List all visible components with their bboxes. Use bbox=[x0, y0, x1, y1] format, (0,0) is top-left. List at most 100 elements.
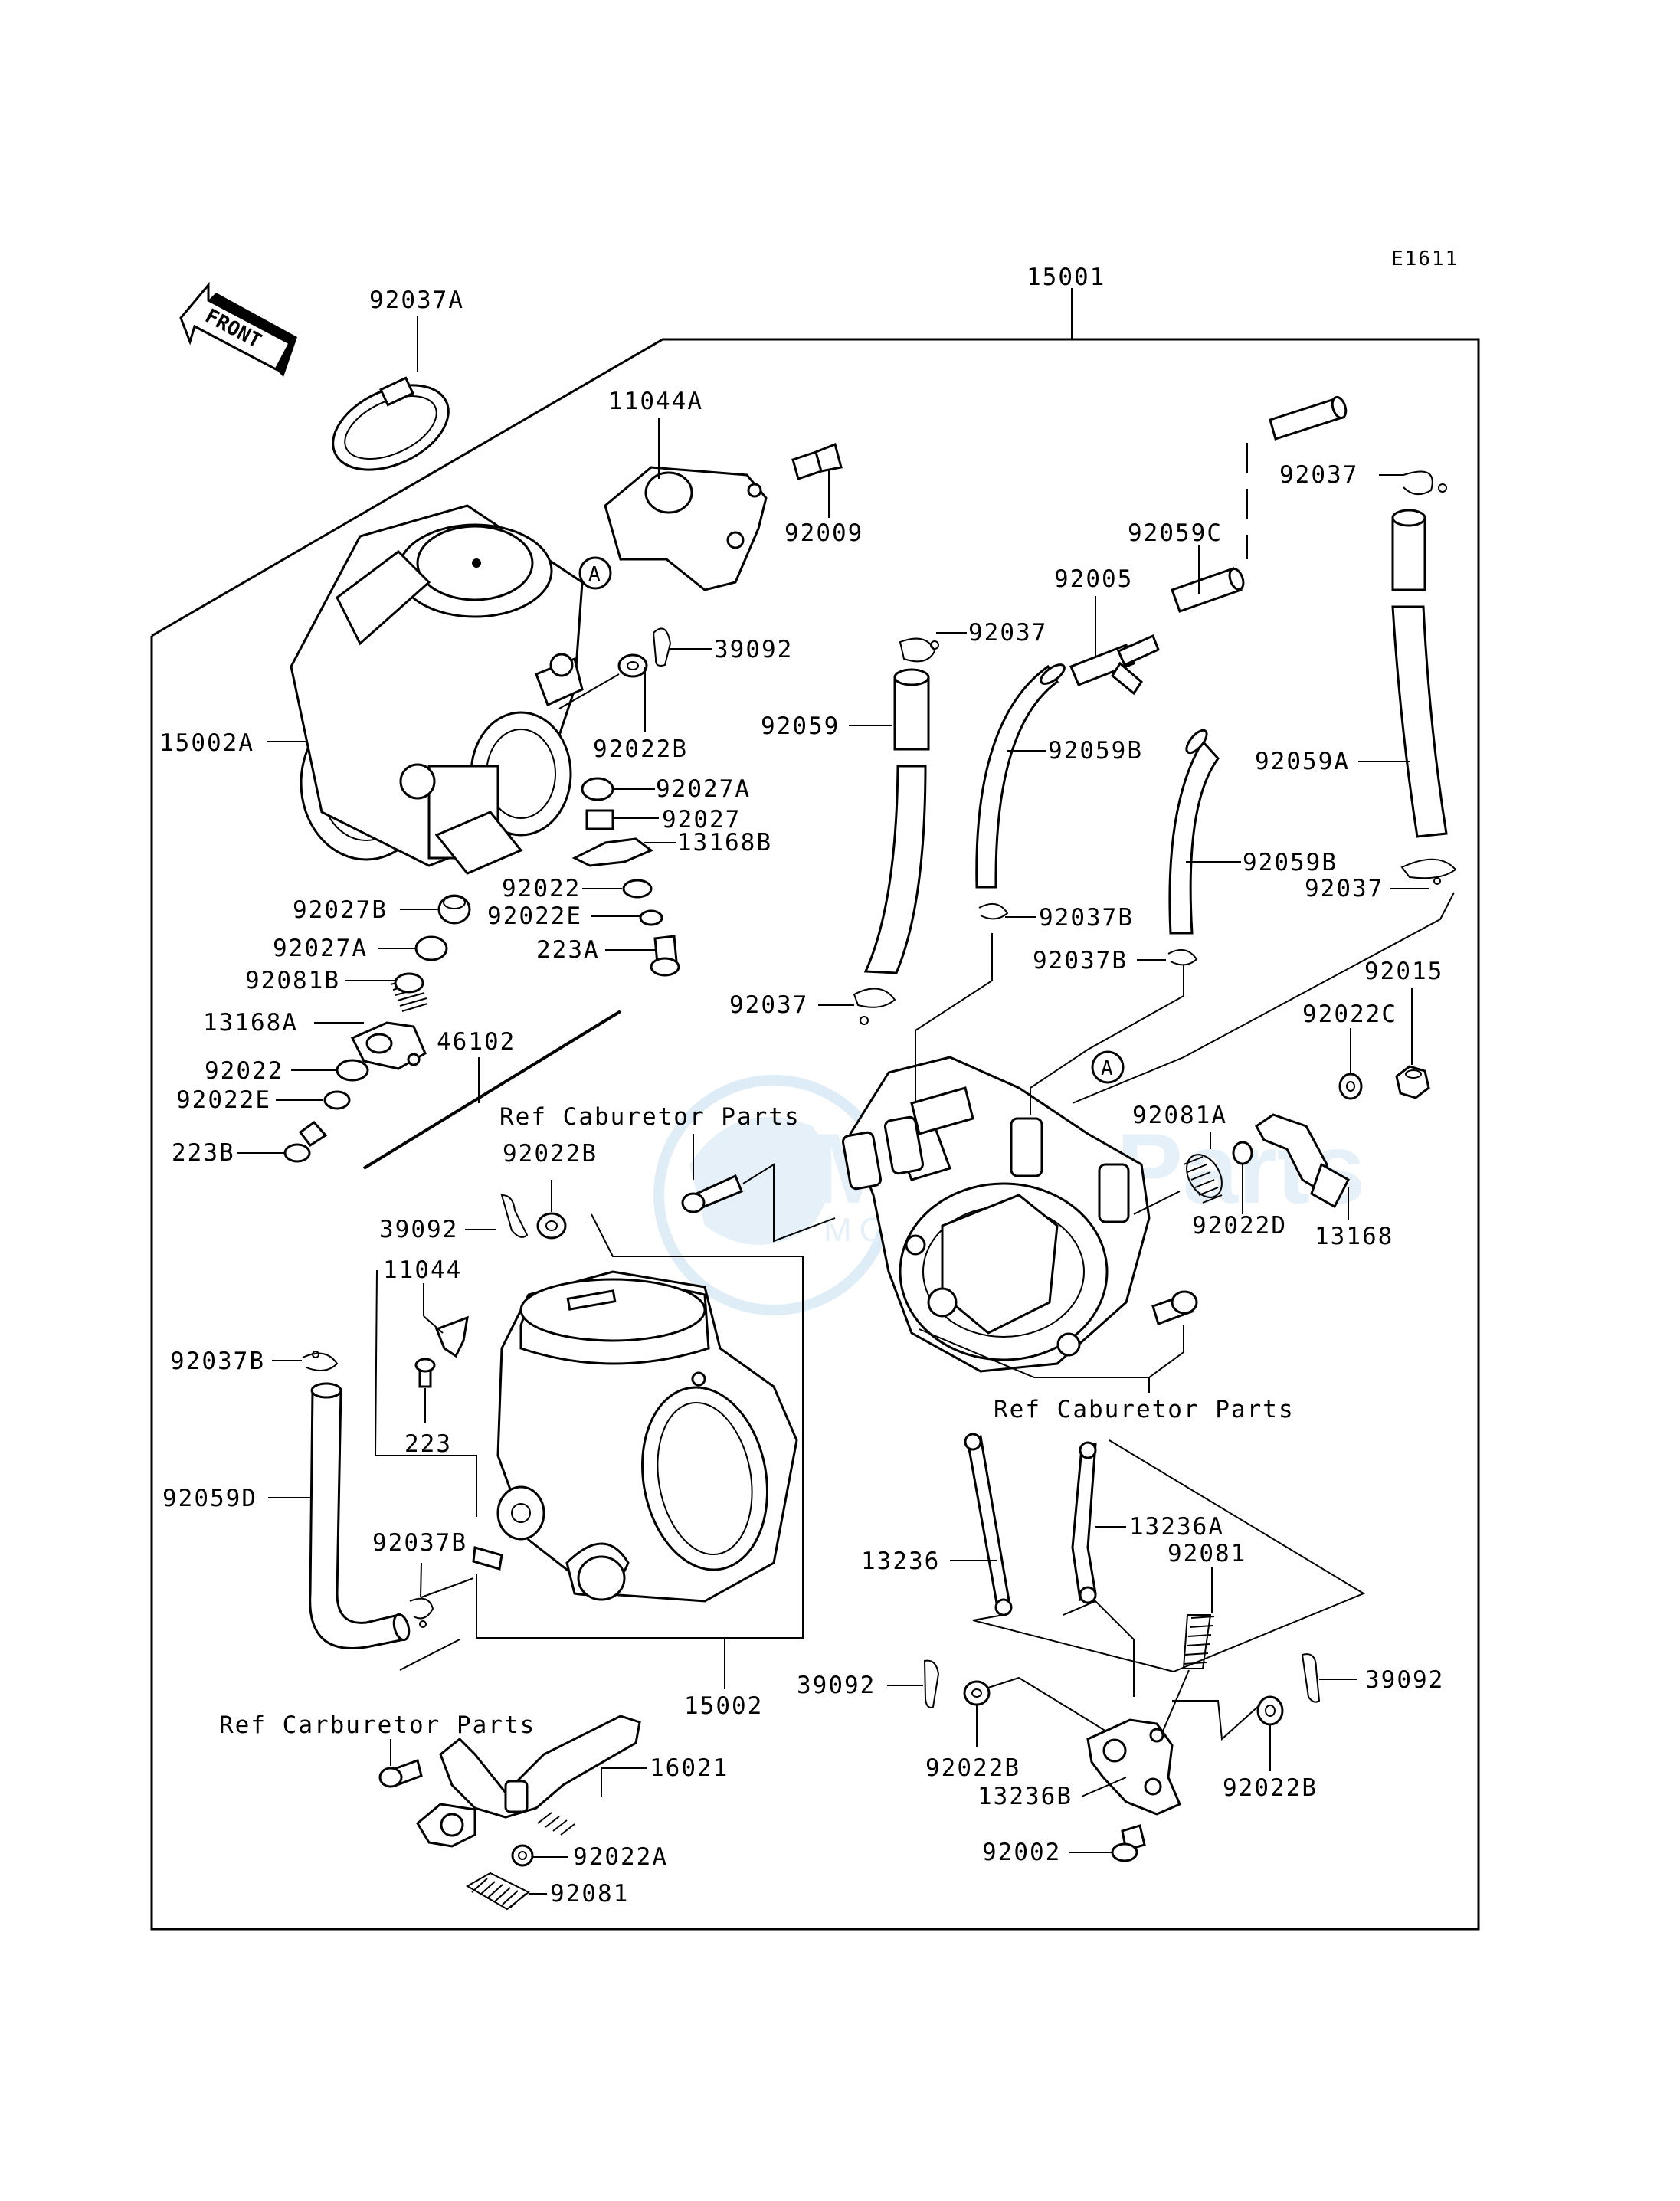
label-15001: 15001 bbox=[1027, 264, 1105, 291]
washer-92022B-l bbox=[963, 1680, 991, 1706]
label-223: 223 bbox=[404, 1430, 452, 1458]
label-92027B: 92027B bbox=[293, 896, 388, 924]
hose-92059C bbox=[1171, 567, 1245, 613]
label-ref-caburetor-1: Ref Caburetor Parts bbox=[499, 1103, 801, 1131]
clamp-92037-right bbox=[1400, 858, 1457, 879]
label-39092-mid: 39092 bbox=[379, 1216, 458, 1243]
hose-92059 bbox=[863, 668, 930, 974]
label-92059: 92059 bbox=[761, 712, 840, 740]
ref-marker-a-center: A bbox=[1101, 1057, 1113, 1080]
front-arrow: FRONT bbox=[179, 281, 297, 377]
label-92022B-top: 92022B bbox=[593, 735, 688, 763]
label-92037-mid: 92037 bbox=[968, 619, 1047, 647]
carburetor-15002 bbox=[472, 1270, 798, 1603]
washer-92022E-low bbox=[323, 1090, 351, 1110]
clip-39092-right bbox=[1301, 1653, 1321, 1703]
label-39092-left: 39092 bbox=[797, 1672, 876, 1699]
label-92037A: 92037A bbox=[369, 287, 464, 314]
washer-92022-top bbox=[622, 879, 653, 899]
label-92022B-mid: 92022B bbox=[503, 1140, 598, 1168]
clamp-92037-top bbox=[1403, 470, 1433, 496]
label-16021: 16021 bbox=[650, 1754, 729, 1782]
label-92059B-low: 92059B bbox=[1243, 849, 1338, 876]
clamp-92037A bbox=[332, 376, 450, 471]
label-92022E-low: 92022E bbox=[176, 1086, 271, 1114]
bracket-11044A bbox=[604, 466, 768, 591]
label-92081-mid: 92081 bbox=[1167, 1540, 1246, 1567]
tee-92005 bbox=[1069, 634, 1160, 696]
clamp-92037B-c bbox=[302, 1352, 339, 1371]
jet-92027 bbox=[585, 809, 614, 830]
label-92002: 92002 bbox=[982, 1839, 1061, 1866]
lever-16021 bbox=[416, 1715, 641, 1848]
screw-92009 bbox=[791, 442, 843, 480]
label-92059D: 92059D bbox=[162, 1485, 257, 1512]
label-92005: 92005 bbox=[1054, 565, 1133, 593]
clamp-92037-mid bbox=[899, 637, 936, 663]
bracket-13168 bbox=[1255, 1113, 1350, 1209]
holder-13168A bbox=[350, 1021, 427, 1070]
assembly-frame bbox=[150, 338, 1480, 1931]
washer-92022B-top bbox=[617, 653, 648, 678]
nut-92015 bbox=[1395, 1065, 1430, 1099]
ref-marker-a-upper: A bbox=[588, 563, 601, 586]
label-92037B-c: 92037B bbox=[170, 1348, 265, 1375]
label-92037B-a: 92037B bbox=[1039, 904, 1134, 932]
link-13236A bbox=[1071, 1441, 1097, 1604]
label-92009: 92009 bbox=[784, 519, 863, 547]
carburetor-15002A bbox=[290, 504, 584, 875]
clip-39092-top bbox=[652, 627, 672, 667]
screw-223B bbox=[298, 1120, 328, 1148]
washer-92022-low bbox=[336, 1059, 369, 1082]
label-15002: 15002 bbox=[684, 1692, 763, 1720]
label-ref-carburetor: Ref Carburetor Parts bbox=[219, 1711, 535, 1739]
spring-92081-mid bbox=[1182, 1614, 1215, 1669]
label-92022E: 92022E bbox=[487, 902, 582, 930]
label-92022A: 92022A bbox=[573, 1843, 668, 1871]
label-92059A: 92059A bbox=[1255, 748, 1350, 775]
label-223B: 223B bbox=[172, 1139, 235, 1167]
label-92037-left: 92037 bbox=[729, 991, 808, 1019]
label-13168: 13168 bbox=[1315, 1223, 1393, 1250]
label-46102: 46102 bbox=[437, 1028, 516, 1056]
label-92081B: 92081B bbox=[245, 967, 340, 994]
clip-39092-mid bbox=[500, 1194, 529, 1238]
washer-92022E-top bbox=[639, 909, 663, 926]
clamp-92037B-d bbox=[409, 1597, 434, 1620]
label-223A: 223A bbox=[536, 936, 600, 964]
washer-92022D bbox=[1232, 1141, 1253, 1165]
label-13168A: 13168A bbox=[203, 1009, 298, 1037]
label-92027: 92027 bbox=[662, 806, 741, 834]
hose-92059D bbox=[309, 1382, 411, 1649]
spring-92081B bbox=[390, 972, 428, 1012]
label-15002A: 15002A bbox=[159, 729, 254, 757]
label-11044: 11044 bbox=[383, 1256, 462, 1284]
label-92081A: 92081A bbox=[1132, 1102, 1227, 1129]
hose-92059B-top bbox=[975, 663, 1066, 889]
label-39092-right: 39092 bbox=[1365, 1666, 1444, 1694]
spring-92081A bbox=[1183, 1154, 1223, 1204]
jet-92027A-low bbox=[414, 935, 448, 961]
carburetor-center bbox=[841, 1056, 1151, 1373]
label-92022-low: 92022 bbox=[205, 1057, 283, 1085]
rod-46102 bbox=[362, 1010, 622, 1170]
label-13236B: 13236B bbox=[978, 1783, 1073, 1810]
label-11044A: 11044A bbox=[608, 388, 703, 415]
label-92022B-r: 92022B bbox=[1223, 1774, 1318, 1802]
label-39092-top: 39092 bbox=[714, 636, 793, 663]
label-92037-top: 92037 bbox=[1279, 461, 1358, 489]
label-92059B-top: 92059B bbox=[1048, 737, 1143, 765]
clamp-92037-left bbox=[853, 988, 896, 1008]
clip-39092-left bbox=[923, 1659, 940, 1708]
label-92022C: 92022C bbox=[1302, 1001, 1397, 1028]
hose-92059B-low bbox=[1168, 729, 1220, 935]
clamp-92037B-b bbox=[1167, 948, 1198, 966]
label-92027A-top: 92027A bbox=[656, 775, 751, 803]
label-92022: 92022 bbox=[502, 875, 581, 902]
holder-13168B bbox=[571, 837, 653, 867]
link-13236 bbox=[964, 1433, 1013, 1616]
label-92037-right: 92037 bbox=[1305, 875, 1384, 902]
label-92015: 92015 bbox=[1364, 958, 1443, 985]
label-92059C: 92059C bbox=[1128, 519, 1223, 547]
